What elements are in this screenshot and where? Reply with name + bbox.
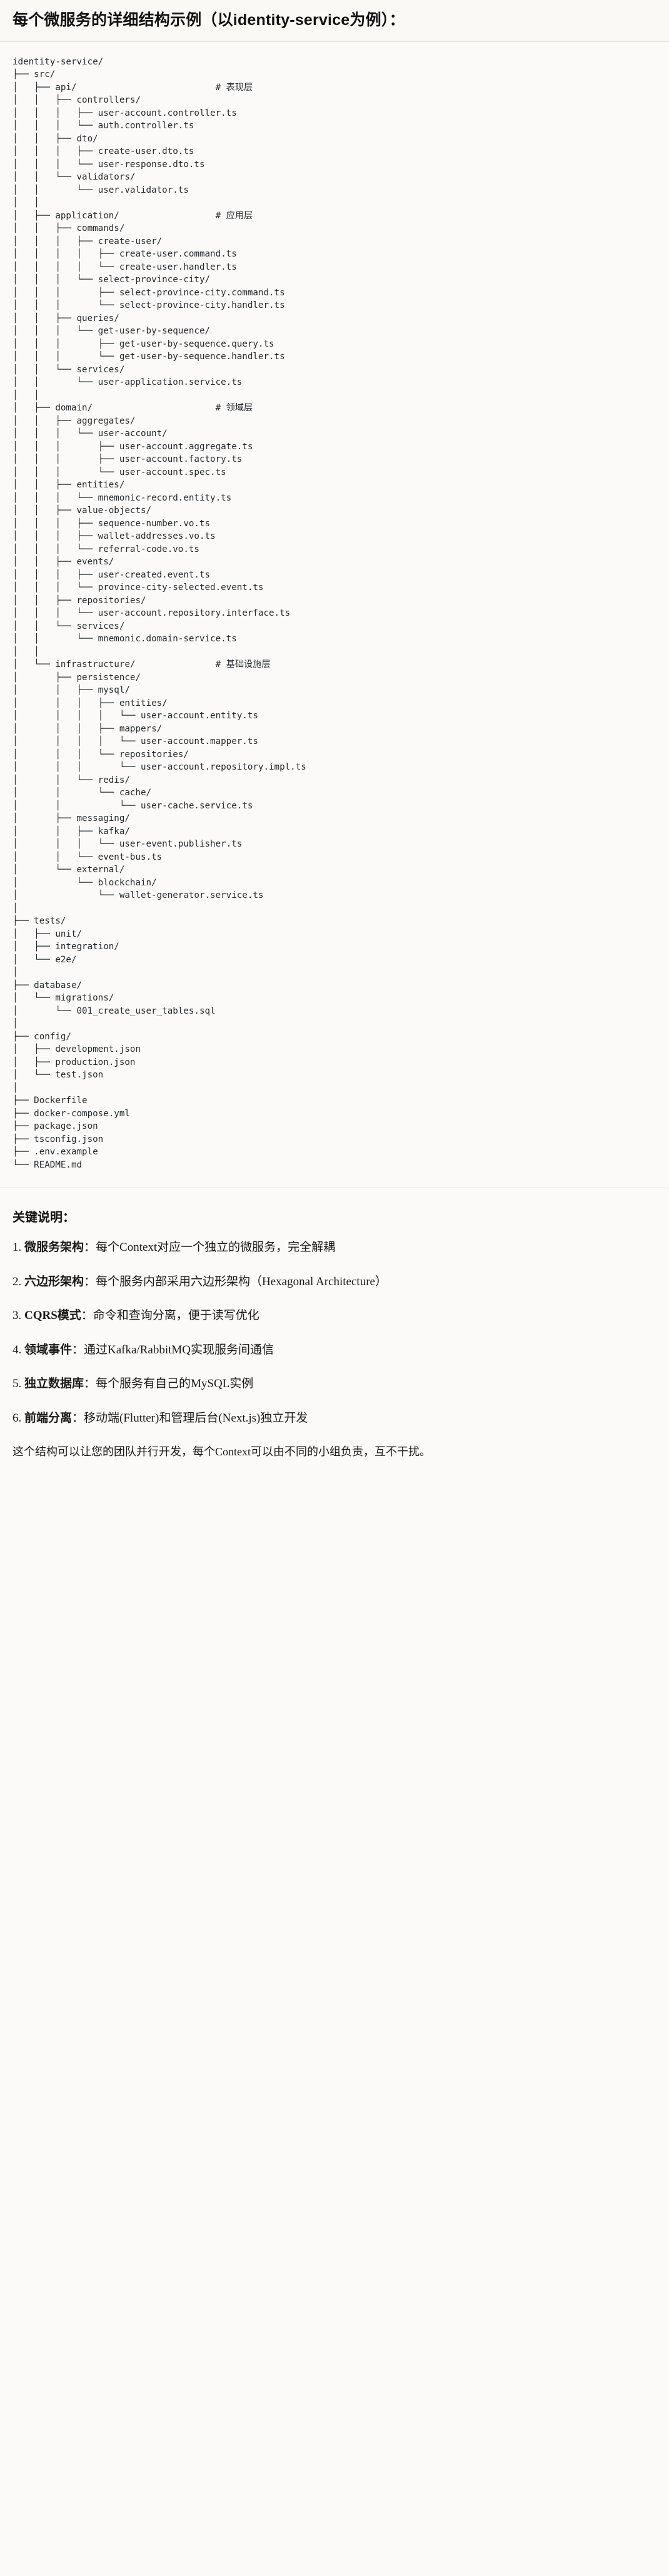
page-title: 每个微服务的详细结构示例（以identity-service为例）：	[0, 0, 669, 41]
list-item: 领域事件：通过Kafka/RabbitMQ实现服务间通信	[13, 1341, 656, 1360]
note-term: CQRS模式	[24, 1309, 81, 1323]
code-block: identity-service/ ├── src/ │ ├── api/ # …	[0, 41, 669, 1188]
note-term: 独立数据库	[24, 1377, 84, 1391]
directory-tree: identity-service/ ├── src/ │ ├── api/ # …	[13, 56, 306, 1170]
note-text: ：命令和查询分离，便于读写优化	[81, 1309, 259, 1323]
list-item: 独立数据库：每个服务有自己的MySQL实例	[13, 1375, 656, 1393]
note-term: 六边形架构	[24, 1275, 84, 1288]
note-term: 领域事件	[24, 1343, 73, 1357]
document-root: 每个微服务的详细结构示例（以identity-service为例）： ident…	[0, 0, 669, 1477]
note-text: ：每个Context对应一个独立的微服务，完全解耦	[84, 1241, 336, 1255]
note-text: ：每个服务内部采用六边形架构（Hexagonal Architecture）	[84, 1275, 387, 1288]
key-notes-list: 微服务架构：每个Context对应一个独立的微服务，完全解耦 六边形架构：每个服…	[13, 1239, 656, 1427]
list-item: CQRS模式：命令和查询分离，便于读写优化	[13, 1307, 656, 1325]
note-term: 前端分离	[24, 1411, 73, 1425]
key-notes-section: 关键说明： 微服务架构：每个Context对应一个独立的微服务，完全解耦 六边形…	[0, 1188, 669, 1478]
note-text: ：通过Kafka/RabbitMQ实现服务间通信	[72, 1343, 274, 1357]
note-text: ：每个服务有自己的MySQL实例	[84, 1377, 254, 1391]
list-item: 六边形架构：每个服务内部采用六边形架构（Hexagonal Architectu…	[13, 1273, 656, 1291]
note-term: 微服务架构	[24, 1241, 84, 1255]
closing-paragraph: 这个结构可以让您的团队并行开发，每个Context可以由不同的小组负责，互不干扰…	[13, 1445, 431, 1459]
note-text: ：移动端(Flutter)和管理后台(Next.js)独立开发	[72, 1411, 308, 1425]
list-item: 微服务架构：每个Context对应一个独立的微服务，完全解耦	[13, 1239, 656, 1257]
title-divider	[0, 41, 669, 42]
key-notes-heading: 关键说明：	[13, 1211, 75, 1225]
list-item: 前端分离：移动端(Flutter)和管理后台(Next.js)独立开发	[13, 1410, 656, 1428]
